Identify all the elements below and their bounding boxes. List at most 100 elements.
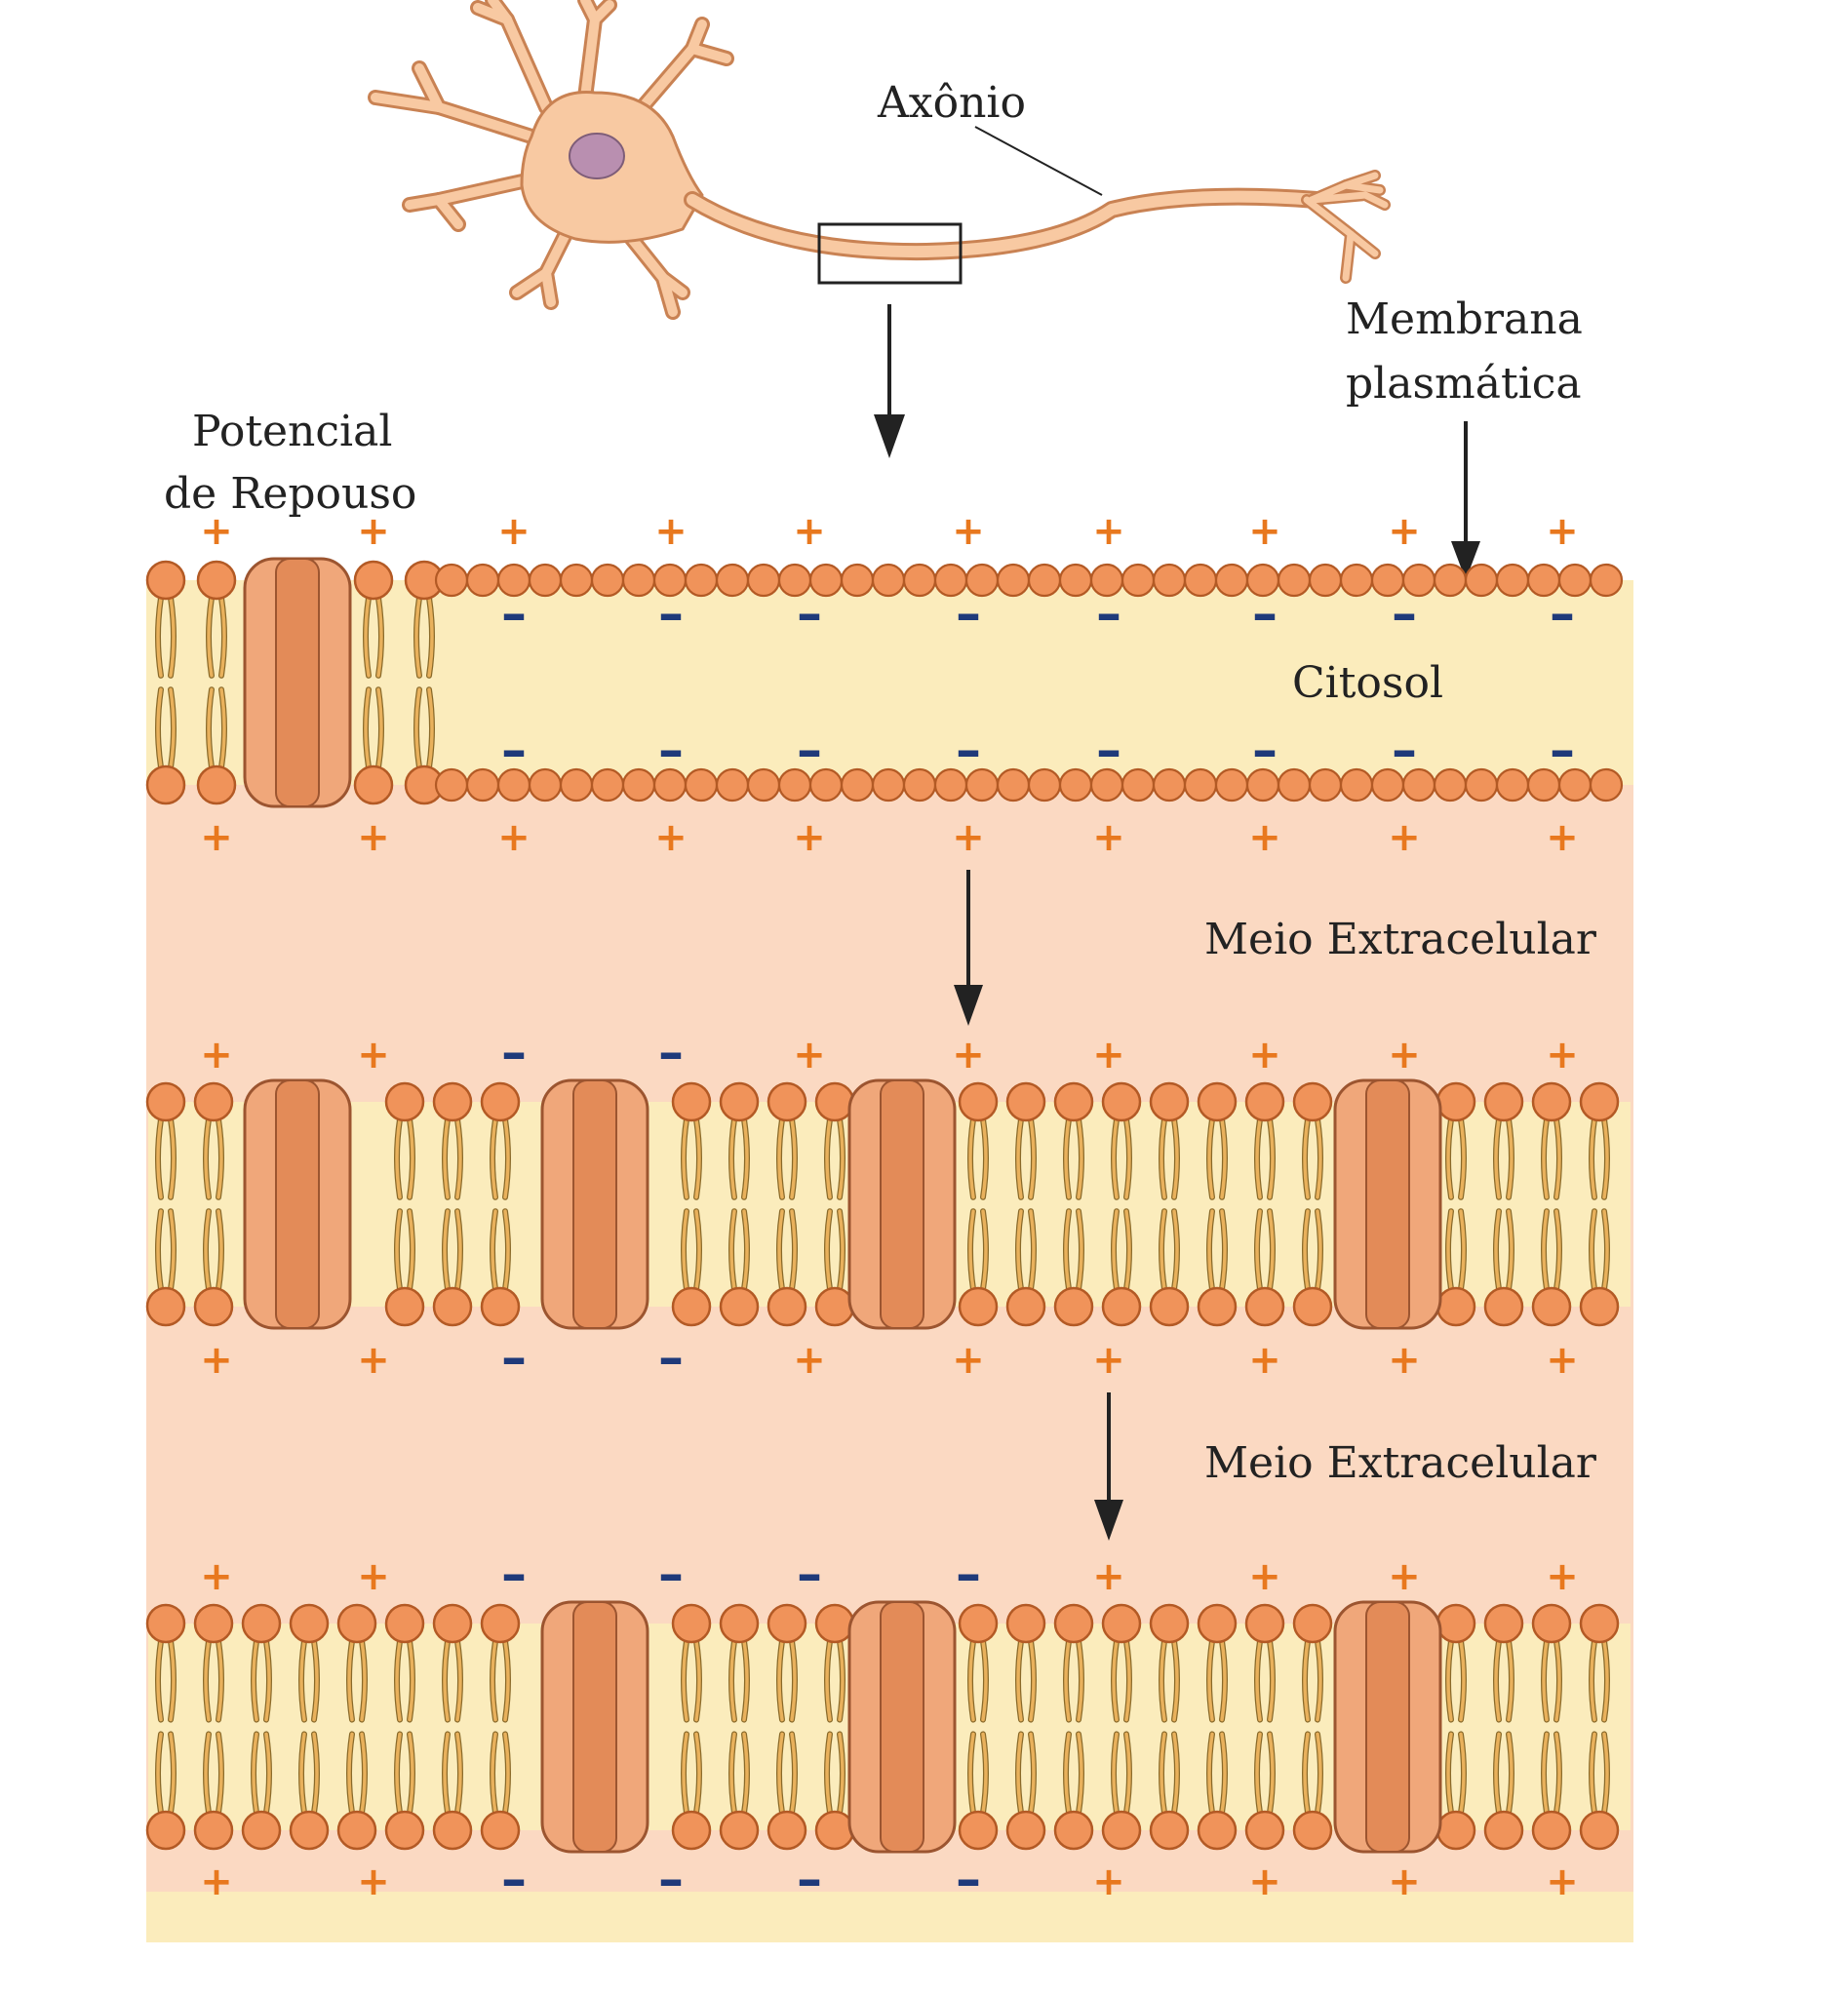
lipid-head — [840, 767, 875, 803]
phospholipid-pair — [480, 1081, 521, 1327]
lipid-head — [1277, 563, 1312, 598]
lipid-tail-fill — [682, 1639, 688, 1722]
lipid-tail-fill — [264, 1639, 271, 1722]
lipid-tail-fill — [1220, 1209, 1227, 1291]
lipid-head — [384, 1603, 425, 1644]
lipid-head — [1579, 1286, 1620, 1327]
lipid-tail-fill — [395, 1117, 402, 1199]
arrows — [874, 304, 1480, 1541]
lipid-tail-fill — [968, 1732, 975, 1815]
phospholipid-pair — [1483, 1081, 1524, 1327]
lipid-head — [1101, 1081, 1142, 1122]
negative-charge: – — [658, 1851, 684, 1909]
lipid-head — [621, 563, 656, 598]
positive-charge: + — [654, 815, 688, 860]
lipid-head — [145, 1286, 186, 1327]
lipid-tail-fill — [1172, 1117, 1179, 1199]
lipid-tail-fill — [1016, 1117, 1023, 1199]
lipid-head — [480, 1081, 521, 1122]
channel-pore — [275, 1079, 320, 1329]
lipid-tail-fill — [742, 1639, 749, 1722]
lipid-tail-fill — [825, 1117, 832, 1199]
lipid-head — [480, 1603, 521, 1644]
axon-label: Axônio — [877, 78, 1026, 128]
lipid-head — [353, 764, 394, 805]
lipid-tail-fill — [694, 1117, 701, 1199]
phospholipid-pair — [145, 1603, 186, 1851]
lipid-head — [1433, 563, 1468, 598]
lipid-tail-fill — [1303, 1639, 1310, 1722]
positive-charge: + — [357, 1338, 390, 1383]
negative-charge: – — [956, 1546, 981, 1604]
lipid-head — [336, 1603, 377, 1644]
negative-charge: – — [956, 585, 981, 644]
negative-charge: – — [1096, 585, 1121, 644]
lipid-tail-fill — [169, 687, 176, 769]
lipid-tail-fill — [204, 1639, 211, 1722]
lipid-head — [621, 767, 656, 803]
positive-charge: + — [1092, 1554, 1125, 1599]
positive-charge: + — [1546, 1554, 1579, 1599]
lipid-tail-fill — [1303, 1732, 1310, 1815]
lipid-tail-fill — [1207, 1639, 1214, 1722]
lipid-head — [434, 563, 469, 598]
lipid-head — [1579, 1081, 1620, 1122]
lipid-tail-fill — [1494, 1117, 1501, 1199]
lipid-tail-fill — [503, 1639, 510, 1722]
lipid-tail-fill — [1590, 1639, 1596, 1722]
phospholipid-pair — [958, 1081, 999, 1327]
positive-charge: + — [1546, 509, 1579, 554]
lipid-head — [1121, 563, 1156, 598]
phospholipid-pair — [353, 560, 394, 805]
lipid-tail-fill — [1316, 1117, 1322, 1199]
lipid-tail-fill — [491, 1209, 497, 1291]
lipid-head — [465, 767, 500, 803]
positive-charge: + — [793, 509, 826, 554]
lipid-tail-fill — [838, 1639, 845, 1722]
lipid-head — [1464, 563, 1499, 598]
positive-charge: + — [1388, 1554, 1421, 1599]
phospholipid-pair — [1197, 1603, 1238, 1851]
lipid-tail-fill — [503, 1732, 510, 1815]
lipid-head — [1495, 563, 1530, 598]
lipid-head — [1495, 767, 1530, 803]
lipid-tail-fill — [1124, 1639, 1131, 1722]
lipid-head — [465, 563, 500, 598]
lipid-head — [1152, 563, 1187, 598]
lipid-tail-fill — [1459, 1209, 1466, 1291]
propagation-membrane — [145, 1600, 1631, 1854]
lipid-tail-fill — [169, 1732, 176, 1815]
lipid-tail-fill — [1172, 1639, 1179, 1722]
phospholipid-pair — [193, 1081, 234, 1327]
positive-charge: + — [1248, 1033, 1281, 1077]
lipid-head — [145, 1603, 186, 1644]
lipid-head — [767, 1081, 807, 1122]
lipid-tail-fill — [503, 1209, 510, 1291]
lipid-head — [1483, 1810, 1524, 1851]
lipid-head — [196, 764, 237, 805]
lipid-head — [384, 1810, 425, 1851]
lipid-tail-fill — [156, 1209, 163, 1291]
bottom-cytosol-region — [146, 1892, 1633, 1942]
lipid-tail-fill — [1172, 1732, 1179, 1815]
lipid-tail-fill — [1268, 1639, 1275, 1722]
lipid-tail-fill — [408, 1639, 414, 1722]
lipid-tail-fill — [1446, 1209, 1453, 1291]
lipid-tail-fill — [981, 1732, 988, 1815]
lipid-head — [1308, 563, 1343, 598]
positive-charge: + — [1248, 815, 1281, 860]
lipid-head — [1149, 1286, 1190, 1327]
lipid-head — [996, 767, 1031, 803]
lipid-tail-fill — [1220, 1732, 1227, 1815]
lipid-tail-fill — [838, 1209, 845, 1291]
lipid-tail-fill — [1507, 1732, 1514, 1815]
lipid-tail-fill — [169, 1117, 176, 1199]
lipid-tail-fill — [1446, 1639, 1453, 1722]
lipid-head — [1183, 563, 1218, 598]
positive-charge: + — [1092, 1338, 1125, 1383]
lipid-tail-fill — [682, 1209, 688, 1291]
lipid-tail-fill — [682, 1117, 688, 1199]
lipid-tail-fill — [1602, 1209, 1609, 1291]
lipid-tail-fill — [1112, 1639, 1119, 1722]
